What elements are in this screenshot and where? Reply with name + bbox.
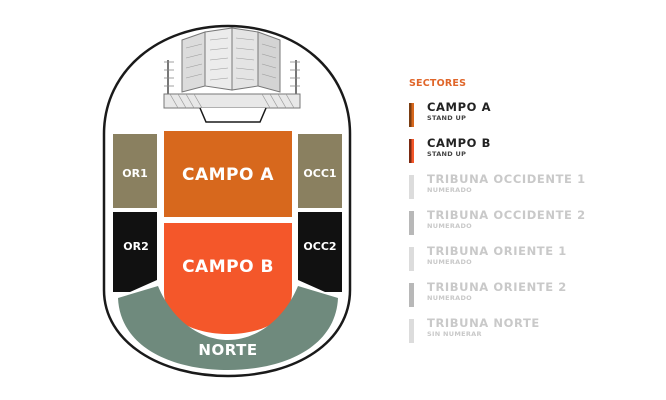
swatch-tribuna-norte <box>409 319 414 343</box>
section-or1[interactable] <box>113 134 157 208</box>
section-norte[interactable] <box>118 286 338 370</box>
legend-title: SECTORES <box>409 78 467 89</box>
legend-item-sub: NUMERADO <box>427 186 472 194</box>
swatch-tribuna-oriente-2 <box>409 283 414 307</box>
legend-item-name: TRIBUNA NORTE <box>427 316 540 330</box>
section-campo-a[interactable] <box>164 131 292 217</box>
label-campo-b: CAMPO B <box>182 257 274 277</box>
legend-item-name: TRIBUNA OCCIDENTE 1 <box>427 172 586 186</box>
swatch-campo-a <box>409 103 414 127</box>
legend-item-tribuna-norte[interactable]: TRIBUNA NORTE SIN NUMERAR <box>409 316 649 343</box>
legend-item-campo-a[interactable]: CAMPO A STAND UP <box>409 100 649 127</box>
legend-item-sub: SIN NUMERAR <box>427 330 482 338</box>
stage <box>163 27 301 123</box>
legend-item-tribuna-occidente-1[interactable]: TRIBUNA OCCIDENTE 1 NUMERADO <box>409 172 649 199</box>
label-occ2: OCC2 <box>303 240 336 253</box>
legend-item-tribuna-oriente-2[interactable]: TRIBUNA ORIENTE 2 NUMERADO <box>409 280 649 307</box>
swatch-tribuna-oriente-1 <box>409 247 414 271</box>
legend-item-sub: STAND UP <box>427 114 467 122</box>
legend-item-sub: NUMERADO <box>427 258 472 266</box>
swatch-tribuna-occidente-1 <box>409 175 414 199</box>
legend-item-tribuna-occidente-2[interactable]: TRIBUNA OCCIDENTE 2 NUMERADO <box>409 208 649 235</box>
swatch-campo-b <box>409 139 414 163</box>
legend-item-name: CAMPO A <box>427 100 492 114</box>
legend: SECTORES CAMPO A STAND UP CAMPO B STAND … <box>409 78 649 353</box>
label-or1: OR1 <box>122 167 147 180</box>
label-campo-a: CAMPO A <box>182 165 274 185</box>
legend-item-name: TRIBUNA ORIENTE 1 <box>427 244 567 258</box>
label-or2: OR2 <box>123 240 148 253</box>
legend-item-tribuna-oriente-1[interactable]: TRIBUNA ORIENTE 1 NUMERADO <box>409 244 649 271</box>
legend-item-sub: STAND UP <box>427 150 467 158</box>
legend-item-sub: NUMERADO <box>427 294 472 302</box>
label-norte: NORTE <box>198 341 257 359</box>
legend-item-name: TRIBUNA ORIENTE 2 <box>427 280 567 294</box>
section-occ1[interactable] <box>298 134 342 208</box>
legend-item-sub: NUMERADO <box>427 222 472 230</box>
swatch-tribuna-occidente-2 <box>409 211 414 235</box>
label-occ1: OCC1 <box>303 167 336 180</box>
venue-map: CAMPO A CAMPO B OR1 OR2 OCC1 OCC2 NORTE <box>102 24 352 378</box>
legend-item-campo-b[interactable]: CAMPO B STAND UP <box>409 136 649 163</box>
section-occ2[interactable] <box>298 212 342 292</box>
legend-item-name: CAMPO B <box>427 136 491 150</box>
legend-item-name: TRIBUNA OCCIDENTE 2 <box>427 208 586 222</box>
section-campo-b[interactable] <box>164 223 292 334</box>
section-or2[interactable] <box>113 212 157 292</box>
